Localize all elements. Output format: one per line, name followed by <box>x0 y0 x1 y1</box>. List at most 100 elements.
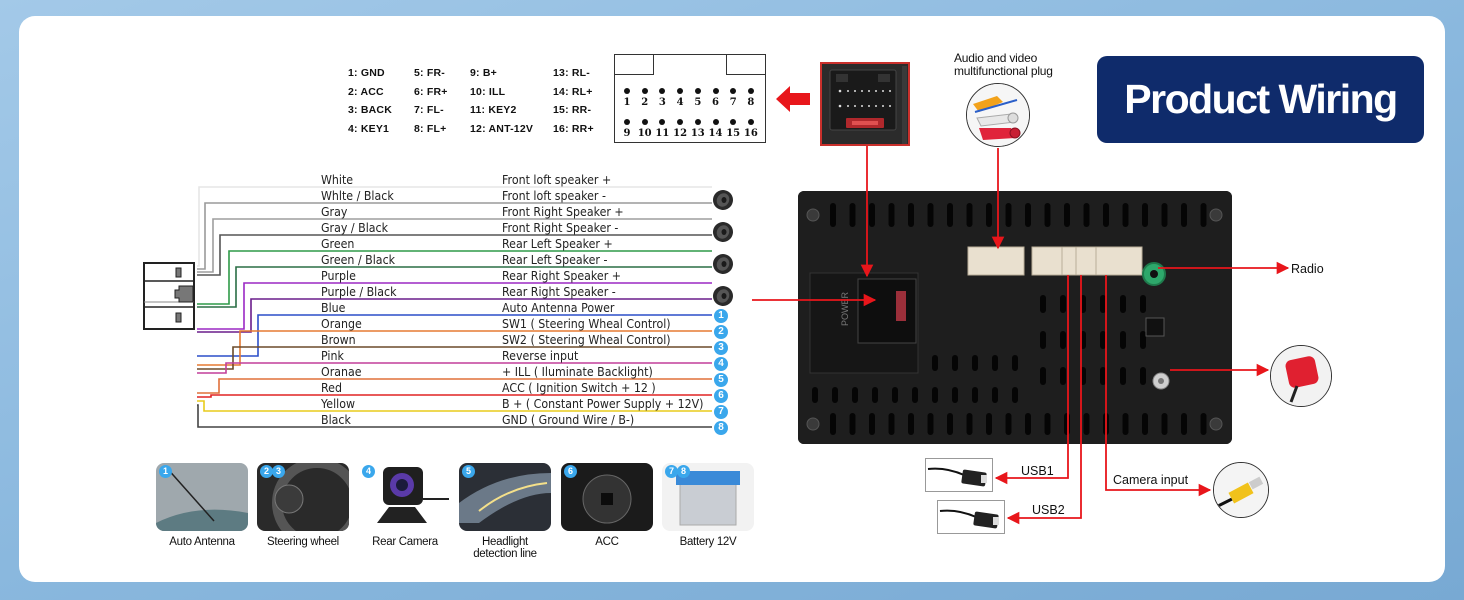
pin-definition: 3: BACK <box>348 104 392 116</box>
usb-cable-icon <box>939 509 999 529</box>
usb2-cable-photo <box>937 500 1005 534</box>
pin-number: 5 <box>694 97 702 108</box>
pin-number: 10 <box>637 128 652 139</box>
usb1-cable-photo <box>925 458 993 492</box>
wire-color-label: Black <box>321 413 351 427</box>
pin-definition: 8: FL+ <box>414 122 447 135</box>
peripheral-number-badge: 2 <box>260 465 273 478</box>
head-unit-illustration: POWER <box>798 191 1232 444</box>
antenna-icon <box>156 463 248 531</box>
peripheral-number-badge: 8 <box>677 465 690 478</box>
wire-line <box>197 186 712 267</box>
gps-antenna-photo <box>1270 345 1332 407</box>
wire-line <box>197 378 712 394</box>
wire-function-label: ACC ( Ignition Switch + 12 ) <box>502 381 656 395</box>
rear-camera-icon <box>359 463 451 531</box>
pin-definition: 16: RR+ <box>553 122 594 135</box>
pin-dot <box>747 88 754 94</box>
usb1-arrow <box>994 275 1069 485</box>
pin-number: 16 <box>743 128 758 139</box>
pin-definition: 6: FR+ <box>414 85 448 98</box>
wire-function-label: Front loft speaker - <box>502 189 606 203</box>
pin-dot <box>712 88 719 94</box>
wire-function-label: SW1 ( Steering Wheal Control) <box>502 317 671 331</box>
peripheral-label: ACC <box>595 536 619 548</box>
wire-function-label: B + ( Constant Power Supply + 12V) <box>502 397 704 411</box>
pin-dot <box>641 119 648 125</box>
peripheral-label: Auto Antenna <box>169 536 235 548</box>
wire-line <box>197 266 712 308</box>
pin-number: 9 <box>623 128 631 139</box>
wire-function-label: GND ( Ground Wire / B-) <box>502 413 635 427</box>
pin-number: 3 <box>658 97 666 108</box>
pin-number: 2 <box>641 97 649 108</box>
peripheral-label-line2: detection line <box>473 548 537 560</box>
pin-definition: 2: ACC <box>348 85 384 98</box>
pin-definition: 1: GND <box>348 67 385 79</box>
wire-color-label: Blue <box>321 301 346 315</box>
av-plug-label-line1: Audio and video <box>954 51 1038 65</box>
peripheral-label: Rear Camera <box>372 536 438 548</box>
power-port-label: POWER <box>840 291 850 326</box>
pin-definition: 12: ANT-12V <box>470 122 534 135</box>
pin-dot <box>624 119 630 125</box>
wire-function-label: Rear Right Speaker - <box>502 285 616 299</box>
wire-line <box>197 346 712 370</box>
harness-connector-icon <box>822 64 908 144</box>
wire-function-label: Front Right Speaker + <box>502 205 624 219</box>
speaker-icon <box>713 286 733 306</box>
pin-dot <box>677 119 684 125</box>
pin-definition: 11: KEY2 <box>470 104 517 116</box>
pin-number: 15 <box>726 128 741 139</box>
usb2-arrow <box>1006 275 1082 525</box>
wire-function-label: Auto Antenna Power <box>502 301 615 315</box>
wire-line <box>197 394 712 398</box>
connector-notch-right <box>726 54 766 75</box>
wire-function-label: Rear Left Speaker - <box>502 253 608 267</box>
wire-line <box>197 400 712 412</box>
battery-icon <box>662 463 754 531</box>
usb2-label: USB2 <box>1032 503 1065 517</box>
wire-function-label: Reverse input <box>502 349 579 363</box>
pin-definition: 9: B+ <box>470 67 497 79</box>
peripheral-number-badge: 1 <box>159 465 172 478</box>
peripheral-number-badge: 4 <box>362 465 375 478</box>
pin-number: 8 <box>747 97 755 108</box>
wire-color-label: Oranae <box>321 365 362 379</box>
page-title: Product Wiring <box>1097 56 1424 143</box>
pin-number: 7 <box>729 97 737 108</box>
wire-color-label: Yellow <box>321 397 355 411</box>
usb1-label: USB1 <box>1021 464 1054 478</box>
pin-number: 13 <box>690 128 705 139</box>
wire-color-label: Brown <box>321 333 356 347</box>
peripheral-number-badge: 7 <box>665 465 678 478</box>
gps-antenna-icon <box>1271 346 1331 406</box>
wire-function-label: Rear Right Speaker + <box>502 269 622 283</box>
wire-color-label: Red <box>321 381 342 395</box>
wire-function-label: SW2 ( Steering Wheal Control) <box>502 333 671 347</box>
camera-input-label: Camera input <box>1113 473 1189 487</box>
av-plug-photo <box>966 83 1030 147</box>
pin-definition: 5: FR- <box>414 67 445 79</box>
pin-definition: 10: ILL <box>470 85 506 98</box>
peripheral-label-line1: Headlight <box>482 536 528 548</box>
pin-definition: 15: RR- <box>553 104 592 116</box>
pin-dot <box>677 88 684 94</box>
av-plug-label-line2: multifunctional plug <box>954 64 1053 78</box>
wire-color-label: Gray <box>321 205 348 219</box>
peripheral-label: Steering wheel <box>267 536 339 548</box>
head-unit-back-panel: POWER <box>798 191 1232 444</box>
wire-line <box>197 404 712 428</box>
pin-definition: 13: RL- <box>553 67 590 79</box>
speaker-icon <box>713 254 733 274</box>
wire-line <box>197 298 712 333</box>
wire-function-label: + ILL ( Iluminate Backlight) <box>502 365 653 379</box>
pin-number: 12 <box>673 128 688 139</box>
wire-line <box>197 362 712 374</box>
wire-number-badge: 4 <box>714 357 728 371</box>
wire-number-badge: 3 <box>714 341 728 355</box>
wire-line <box>197 218 712 273</box>
wire-color-label: Green / Black <box>321 253 396 267</box>
